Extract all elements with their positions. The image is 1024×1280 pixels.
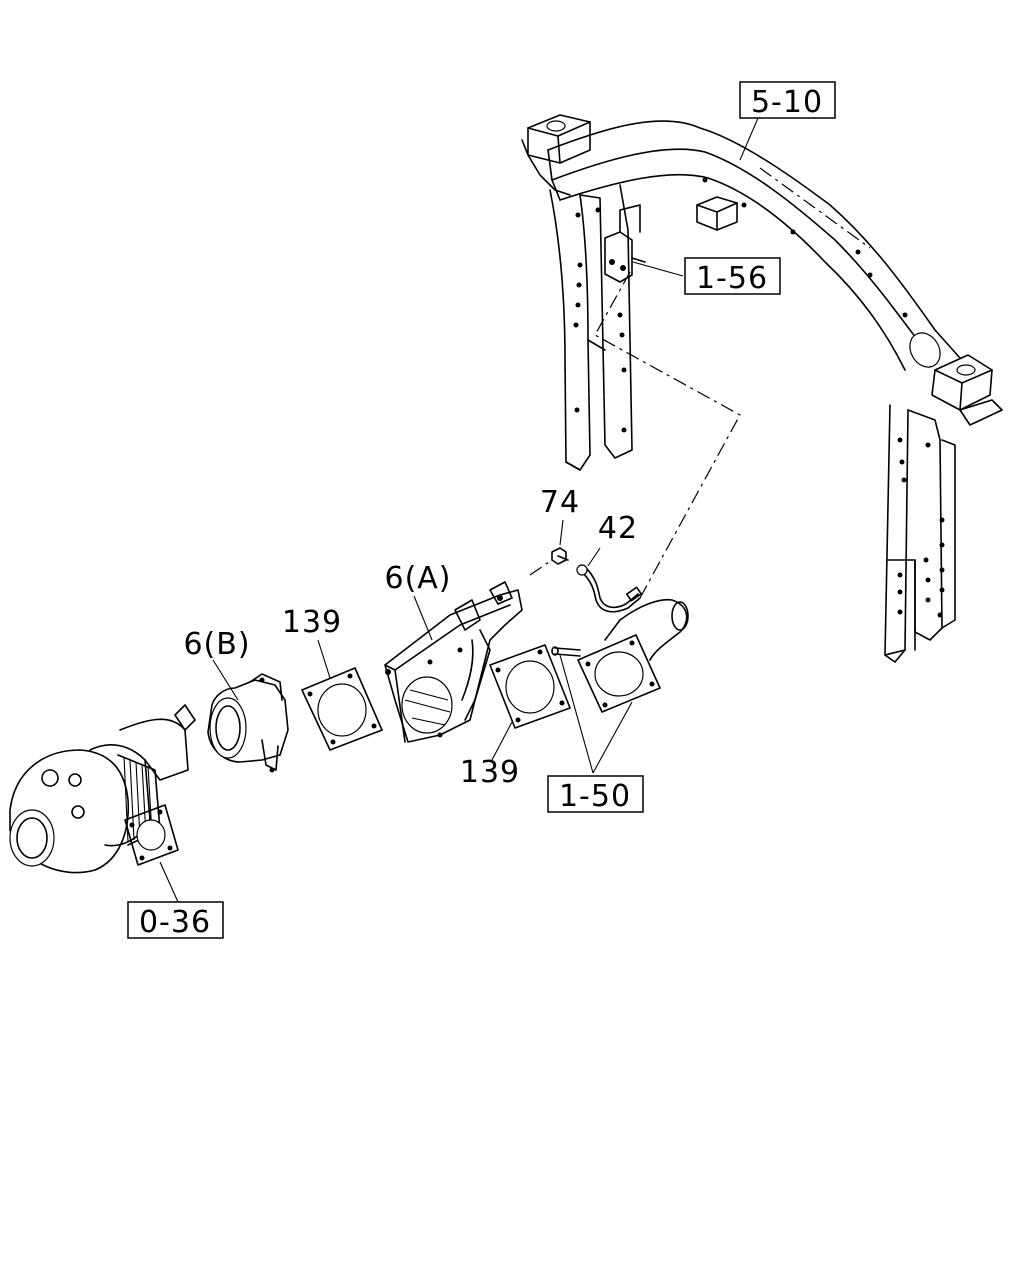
frame-crossmember[interactable] bbox=[521, 114, 1003, 663]
callout-bolt[interactable]: 74 bbox=[540, 485, 580, 520]
callout-gasket-right[interactable]: 139 bbox=[460, 755, 520, 790]
sensor-bracket[interactable] bbox=[604, 204, 646, 283]
callout-bracket-text: 1-56 bbox=[696, 261, 768, 296]
gasket-right[interactable] bbox=[489, 644, 571, 729]
exhaust-brake-valve-a[interactable] bbox=[384, 581, 523, 743]
bolt[interactable] bbox=[551, 547, 569, 565]
callout-turbocharger[interactable]: 0-36 bbox=[127, 901, 224, 940]
callout-exhaust-pipe[interactable]: 1-50 bbox=[547, 775, 644, 814]
callout-frame[interactable]: 5-10 bbox=[739, 81, 836, 120]
callout-frame-text: 5-10 bbox=[751, 85, 823, 120]
callout-valve-a[interactable]: 6(A) bbox=[384, 561, 451, 596]
exhaust-brake-valve-b[interactable] bbox=[207, 673, 289, 773]
callout-sensor-harness[interactable]: 42 bbox=[598, 511, 638, 546]
leader-lines bbox=[159, 117, 759, 903]
exhaust-pipe[interactable] bbox=[551, 598, 689, 713]
callout-turbocharger-text: 0-36 bbox=[139, 905, 211, 940]
callout-gasket-left[interactable]: 139 bbox=[282, 605, 342, 640]
sensor-harness[interactable] bbox=[576, 564, 643, 613]
callout-exhaust-pipe-text: 1-50 bbox=[559, 779, 631, 814]
gasket-left[interactable] bbox=[301, 667, 383, 751]
callout-bracket[interactable]: 1-56 bbox=[684, 257, 781, 296]
reference-dash-lines bbox=[529, 167, 871, 599]
turbocharger[interactable] bbox=[9, 704, 196, 874]
callout-valve-b[interactable]: 6(B) bbox=[183, 627, 250, 662]
